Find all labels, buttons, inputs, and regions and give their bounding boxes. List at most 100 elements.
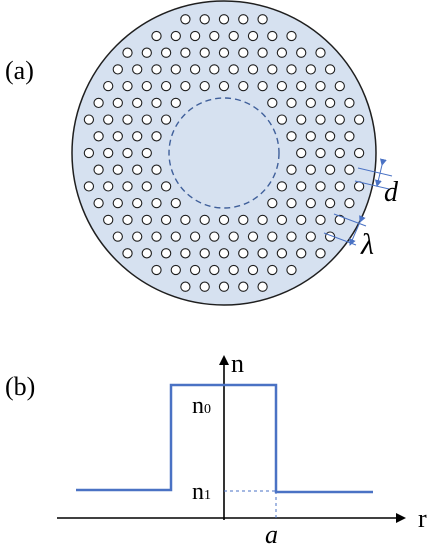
air-hole: [324, 97, 336, 109]
air-hole: [276, 248, 288, 259]
air-hole: [132, 131, 143, 142]
air-hole: [334, 80, 345, 92]
air-hole: [160, 248, 172, 259]
air-hole: [218, 14, 230, 25]
air-hole: [209, 264, 220, 276]
air-hole: [209, 64, 220, 75]
refractive-index-profile: [76, 383, 373, 494]
air-hole: [189, 30, 201, 42]
panel-a: (a) d λ: [5, 0, 399, 306]
air-hole: [122, 147, 133, 159]
air-hole: [170, 64, 181, 75]
air-hole: [132, 164, 143, 175]
air-hole: [199, 214, 210, 226]
air-hole: [199, 248, 210, 259]
n0-subscript: 0: [204, 402, 211, 417]
air-hole: [305, 231, 316, 242]
air-hole: [247, 30, 259, 42]
air-hole: [247, 231, 259, 242]
air-hole: [238, 47, 249, 58]
air-hole: [122, 214, 133, 226]
air-hole: [122, 181, 133, 192]
air-hole: [112, 64, 123, 75]
air-hole: [267, 231, 278, 242]
air-hole: [276, 214, 288, 226]
air-hole: [218, 80, 230, 92]
air-hole: [296, 114, 307, 125]
air-hole: [151, 264, 162, 276]
air-hole: [160, 181, 172, 192]
air-hole: [151, 164, 162, 175]
air-hole: [305, 164, 316, 175]
air-hole: [257, 214, 268, 226]
air-hole: [218, 47, 230, 58]
air-hole: [286, 164, 297, 175]
air-hole: [209, 231, 220, 242]
air-hole: [180, 47, 191, 58]
air-hole: [132, 197, 143, 209]
air-hole: [132, 231, 143, 242]
air-hole: [160, 47, 172, 58]
air-hole: [228, 64, 239, 75]
air-hole: [103, 181, 114, 192]
air-hole: [305, 197, 316, 209]
air-hole: [83, 114, 95, 125]
air-hole: [199, 80, 210, 92]
air-hole: [315, 147, 326, 159]
air-hole: [141, 147, 152, 159]
air-hole: [199, 47, 210, 58]
air-hole: [257, 80, 268, 92]
air-hole: [315, 248, 326, 259]
air-hole: [334, 181, 345, 192]
air-hole: [296, 214, 307, 226]
n0-level-label: n0: [192, 393, 211, 419]
air-hole: [315, 114, 326, 125]
air-hole: [141, 181, 152, 192]
air-hole: [141, 114, 152, 125]
air-hole: [141, 248, 152, 259]
hole-diameter-label: d: [384, 177, 399, 208]
air-hole: [180, 214, 191, 226]
panel-b-label: (b): [5, 372, 35, 401]
air-hole: [324, 164, 336, 175]
n0-base: n: [192, 393, 204, 419]
air-hole: [160, 114, 172, 125]
air-hole: [286, 30, 297, 42]
air-hole: [334, 147, 345, 159]
air-hole: [160, 80, 172, 92]
air-hole: [267, 264, 278, 276]
air-hole: [344, 164, 355, 175]
air-hole: [305, 131, 316, 142]
air-hole: [276, 80, 288, 92]
air-hole: [112, 197, 123, 209]
pitch-dimension-arrow: [349, 215, 366, 246]
air-hole: [344, 97, 355, 109]
core-boundary: [168, 97, 280, 209]
n1-subscript: 1: [204, 488, 211, 503]
air-hole: [189, 231, 201, 242]
air-hole: [209, 30, 220, 42]
air-hole: [267, 197, 278, 209]
air-hole: [286, 131, 297, 142]
air-hole: [286, 264, 297, 276]
air-hole: [122, 114, 133, 125]
air-hole: [257, 281, 268, 292]
air-hole: [103, 114, 114, 125]
air-hole: [286, 197, 297, 209]
air-hole: [324, 131, 336, 142]
hole-diameter-dimension: [354, 158, 393, 190]
air-hole: [83, 147, 95, 159]
air-hole: [112, 131, 123, 142]
air-hole: [170, 197, 181, 209]
air-hole: [267, 97, 278, 109]
air-hole: [160, 214, 172, 226]
air-hole: [315, 47, 326, 58]
air-hole: [296, 248, 307, 259]
air-hole: [315, 181, 326, 192]
pitch-dimension: [323, 213, 367, 246]
n1-base: n: [192, 479, 204, 505]
air-hole: [276, 181, 288, 192]
air-hole: [180, 281, 191, 292]
air-hole: [257, 47, 268, 58]
